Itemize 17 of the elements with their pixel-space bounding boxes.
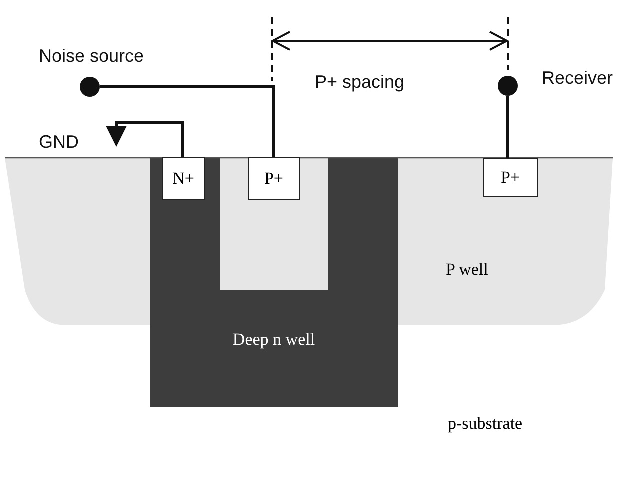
ground-symbol bbox=[106, 126, 127, 147]
region-label: P well bbox=[446, 261, 488, 278]
dimension-label: P+ spacing bbox=[315, 73, 405, 91]
wire bbox=[100, 86, 276, 157]
region-label: p-substrate bbox=[448, 415, 523, 432]
diffusion-contact: P+ bbox=[483, 158, 538, 197]
diffusion-contact: N+ bbox=[162, 157, 205, 200]
terminal-dot bbox=[80, 77, 100, 97]
diffusion-contact: P+ bbox=[248, 157, 300, 200]
terminal-label: Noise source bbox=[39, 47, 144, 65]
terminal-dot bbox=[498, 76, 518, 96]
deep-n-well-region bbox=[150, 290, 398, 407]
wire bbox=[506, 96, 510, 158]
region-label: Deep n well bbox=[232, 330, 316, 348]
terminal-label: Receiver bbox=[542, 69, 614, 87]
terminal-label: GND bbox=[39, 133, 79, 151]
wire bbox=[116, 122, 184, 157]
